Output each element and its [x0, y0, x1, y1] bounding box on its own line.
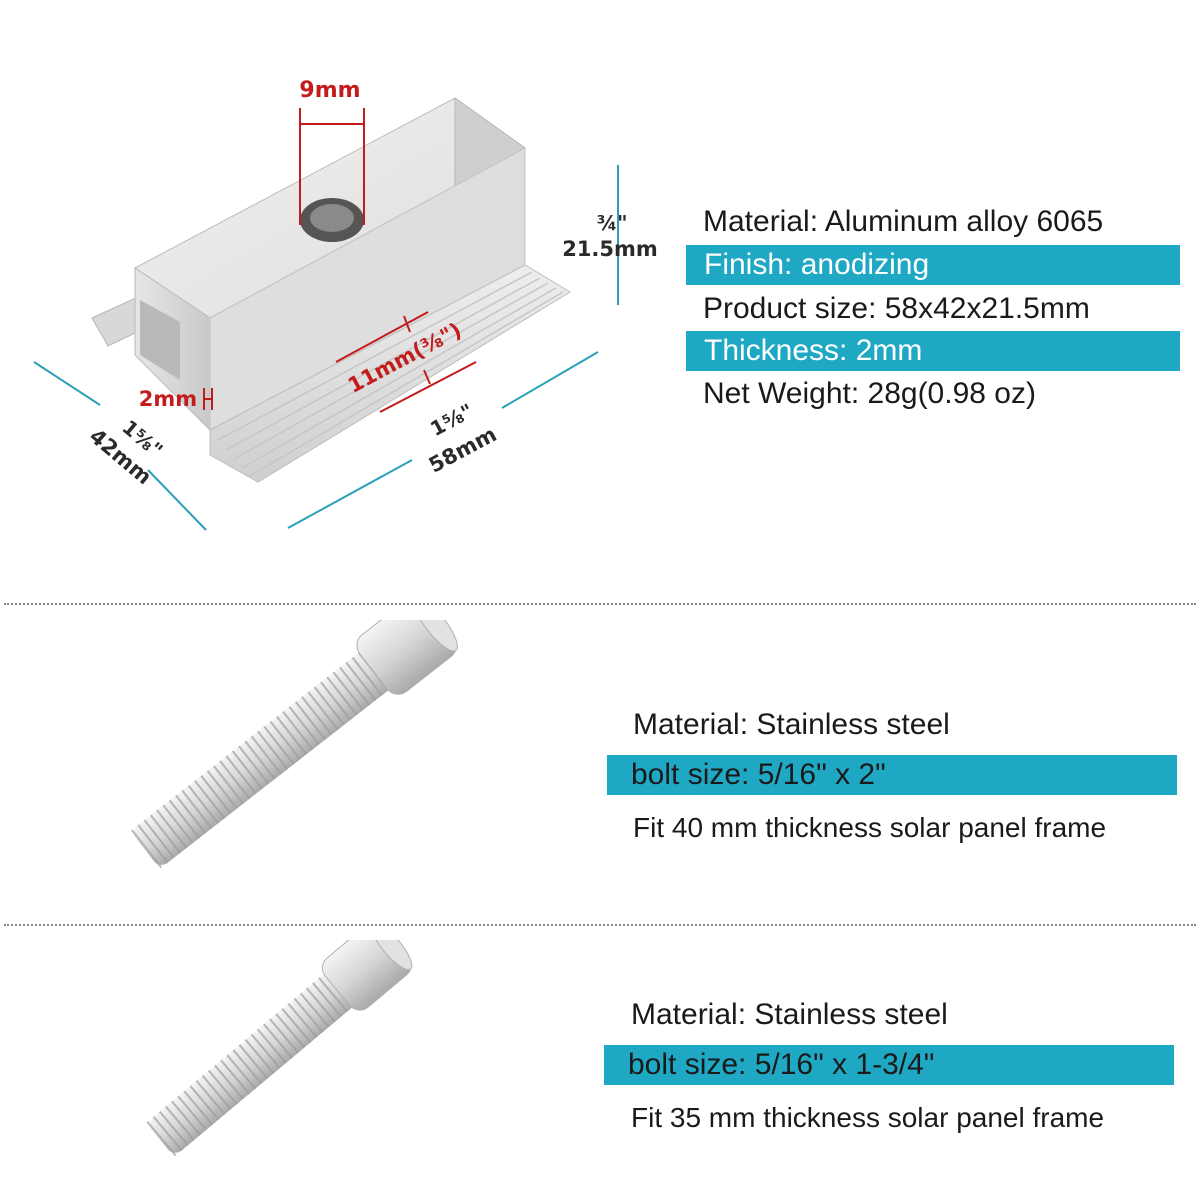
long-bolt-illustration [130, 620, 458, 869]
height-inch-label: ¾" [596, 211, 627, 235]
short-bolt-illustration [145, 940, 413, 1157]
separator-1 [4, 603, 1196, 605]
flange-ridges [217, 271, 564, 477]
clip-weight-text: Net Weight: 28g(0.98 oz) [703, 377, 1036, 410]
clip-finish-band: Finish: anodizing [686, 245, 1180, 285]
hole-dimension-label: 9mm [299, 78, 360, 103]
long-bolt-size-band: bolt size: 5/16" x 2" [607, 755, 1177, 795]
short-bolt-fit-text: Fit 35 mm thickness solar panel frame [631, 1102, 1105, 1133]
short-bolt-size-band: bolt size: 5/16" x 1-3/4" [604, 1045, 1174, 1085]
hole-dimension-lines [299, 108, 365, 225]
clip-material-text: Material: Aluminum alloy 6065 [703, 205, 1104, 238]
long-bolt-material-text: Material: Stainless steel [633, 708, 950, 741]
clip-channel [140, 300, 180, 380]
clip-thickness-band: Thickness: 2mm [686, 331, 1180, 371]
clip-bottom-flange [209, 264, 571, 483]
thickness-label: 2mm [139, 387, 197, 411]
height-mm-label: 21.5mm [562, 237, 658, 261]
short-bolt-material-text: Material: Stainless steel [631, 998, 948, 1031]
long-bolt-fit-text: Fit 40 mm thickness solar panel frame [633, 812, 1107, 843]
clip-size-text: Product size: 58x42x21.5mm [703, 292, 1090, 325]
separator-2 [4, 924, 1196, 926]
end-clamp-illustration: 9mm ¾" 21.5mm 2mm 11mm(⅜") 1⅝" 42mm 1⅝" … [33, 78, 658, 531]
